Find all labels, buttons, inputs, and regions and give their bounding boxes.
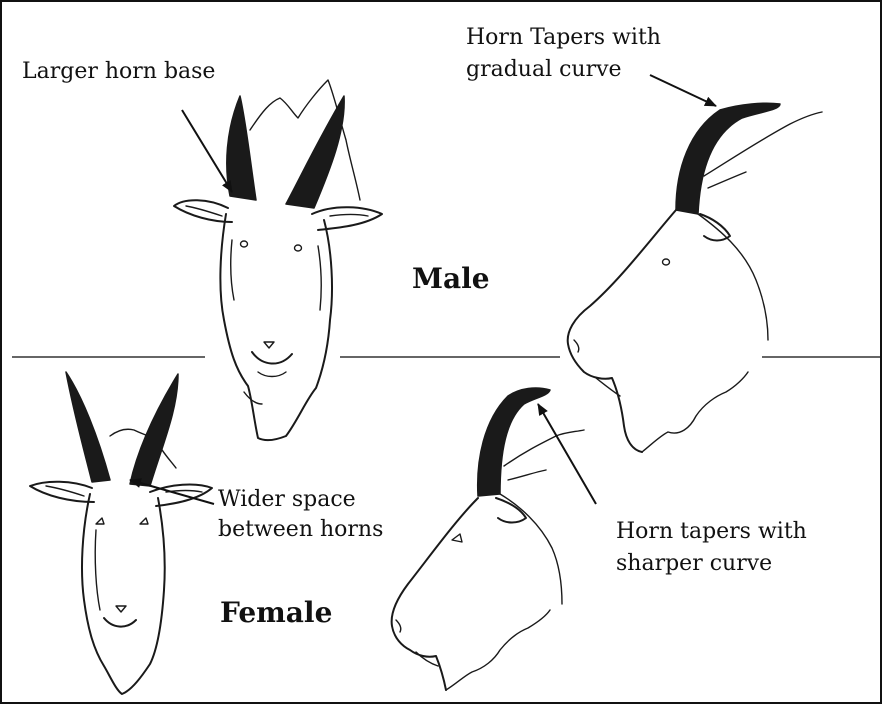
label-horn-tapers-gradual-line2: gradual curve [466, 57, 622, 82]
label-male: Male [412, 262, 490, 295]
arrow-gradual-curve [650, 75, 716, 106]
label-horn-tapers-sharper-line2: sharper curve [616, 551, 772, 576]
label-horn-tapers-gradual-line1: Horn Tapers with [466, 25, 661, 50]
label-wider-space-line1: Wider space [218, 487, 356, 512]
label-larger-horn-base: Larger horn base [22, 59, 215, 84]
male-front-head [174, 80, 382, 440]
arrow-larger-horn-base [182, 110, 232, 192]
label-horn-tapers-sharper-line1: Horn tapers with [616, 519, 807, 544]
arrow-sharper-curve [538, 404, 596, 504]
label-wider-space-line2: between horns [218, 517, 383, 542]
label-female: Female [220, 596, 332, 629]
male-side-head [568, 103, 822, 452]
female-front-head [30, 372, 212, 694]
